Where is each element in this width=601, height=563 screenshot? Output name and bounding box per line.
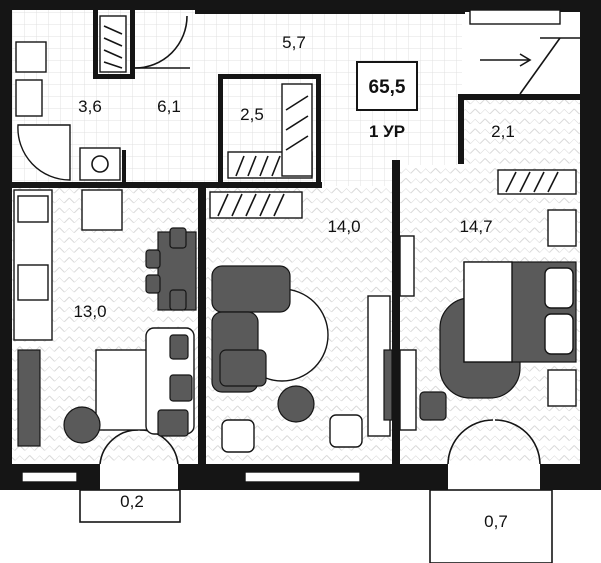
area-label-storage: 2,1	[491, 122, 515, 141]
closets	[99, 15, 577, 219]
area-label-bathroom: 3,6	[78, 97, 102, 116]
area-label-balcony-right: 0,7	[484, 512, 508, 531]
bedroom-2-furniture	[399, 209, 577, 431]
bedroom-1-furniture	[211, 265, 393, 453]
total-area: 65,5	[369, 77, 406, 98]
total-area-badge: 65,5 1 УР	[356, 61, 418, 141]
area-label-bedroom-2: 14,7	[459, 217, 492, 236]
openings	[21, 9, 580, 563]
area-label-balcony-left: 0,2	[120, 492, 144, 511]
level-label: 1 УР	[369, 122, 405, 141]
area-label-kitchen-living: 13,0	[73, 302, 106, 321]
area-label-bedroom-1: 14,0	[327, 217, 360, 236]
room-labels: 3,6 6,1 5,7 2,5 2,1 13,0 14,0 14,7 0,2 0…	[73, 33, 514, 531]
kitchen	[13, 189, 197, 447]
bathroom-fixtures	[15, 41, 121, 181]
area-label-corridor: 5,7	[282, 33, 306, 52]
walls	[0, 0, 601, 490]
area-label-hall: 6,1	[157, 97, 181, 116]
area-label-wardrobe: 2,5	[240, 105, 264, 124]
